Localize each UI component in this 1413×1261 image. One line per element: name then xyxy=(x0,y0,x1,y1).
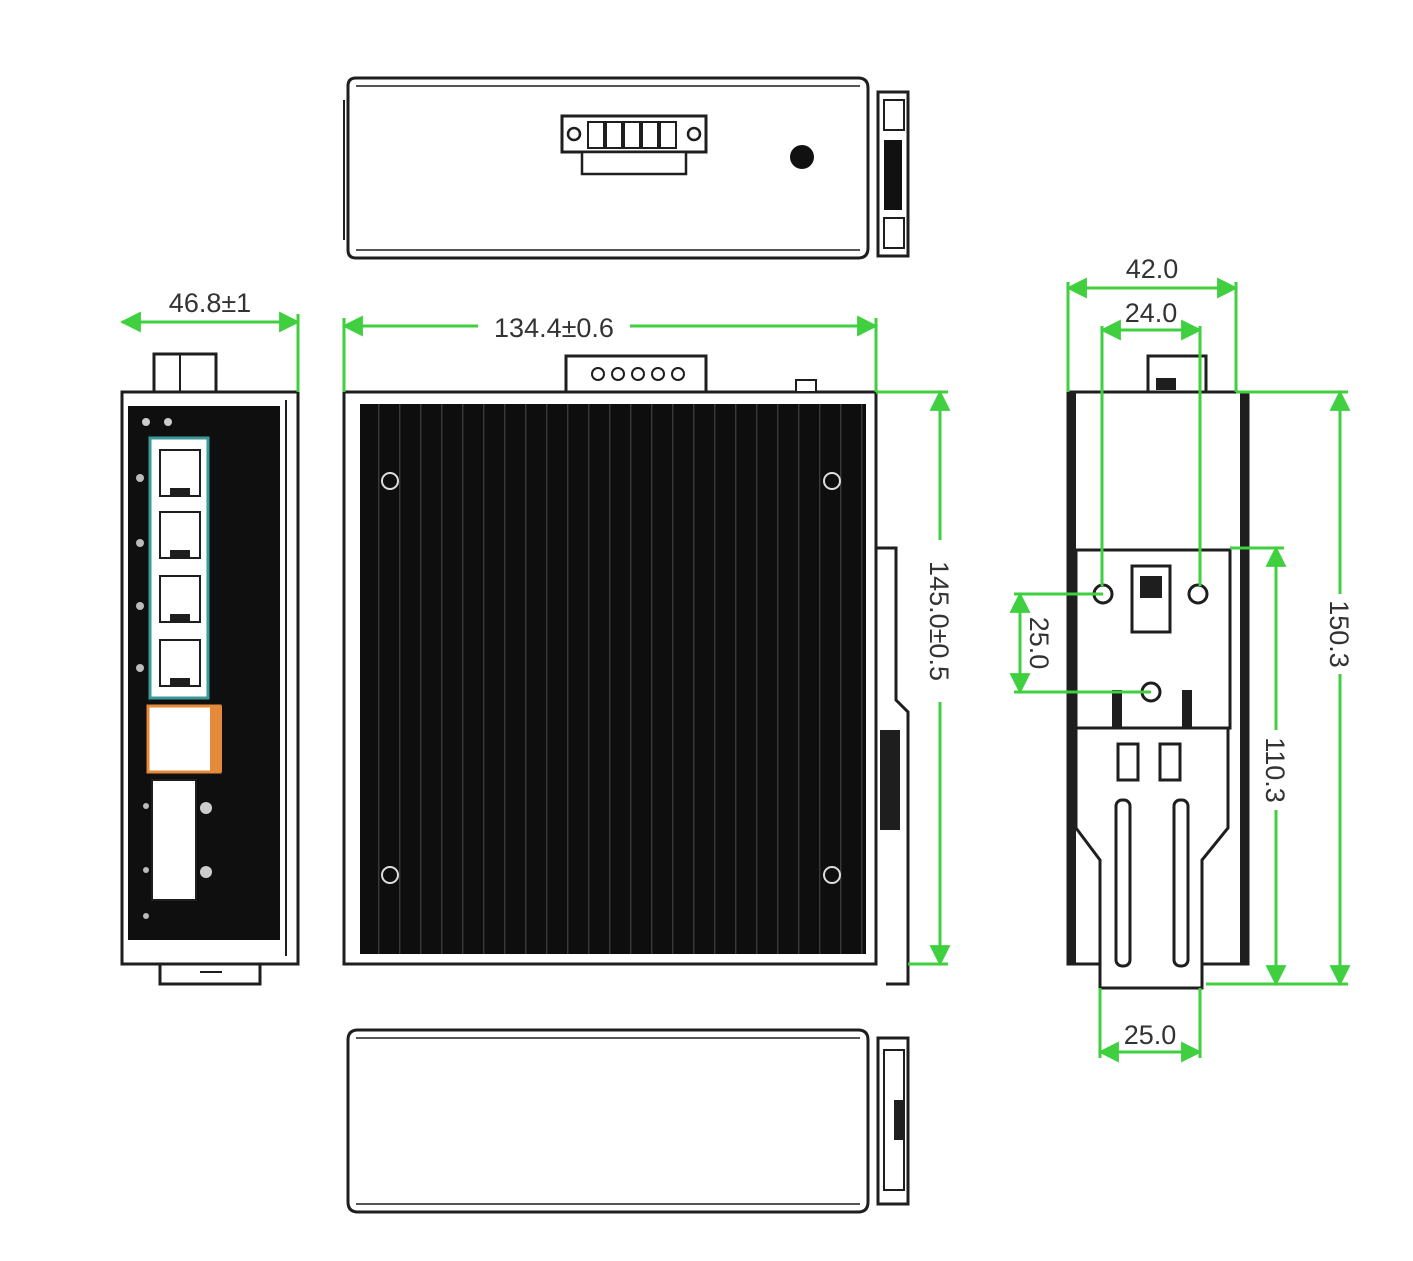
terminal-block-icon xyxy=(564,354,708,394)
din-clip-icon xyxy=(876,546,910,986)
clip-height-label: 110.3 xyxy=(1260,737,1290,803)
rear-width-label: 42.0 xyxy=(1126,254,1179,284)
bottom-view xyxy=(346,1028,910,1214)
sfp-slot-icon xyxy=(146,704,222,901)
top-view xyxy=(343,76,910,260)
screw-icon xyxy=(381,472,841,884)
front-view xyxy=(342,354,910,986)
total-height-label: 150.3 xyxy=(1324,600,1354,668)
rj45-port-icon xyxy=(148,436,210,700)
din-rail-view xyxy=(1066,354,1250,990)
clip-width-label: 25.0 xyxy=(1124,1020,1177,1050)
hole-spacing-label: 25.0 xyxy=(1024,617,1054,670)
rail-spacing-label: 24.0 xyxy=(1125,298,1178,328)
port-panel-view xyxy=(120,352,300,986)
dimension-lines xyxy=(119,277,1351,1063)
front-height-label: 145.0±0.5 xyxy=(924,561,954,681)
terminal-block-icon xyxy=(560,114,708,176)
screw-icon xyxy=(1187,583,1209,605)
ground-screw-icon xyxy=(790,145,814,169)
side-width-label: 46.8±1 xyxy=(169,288,251,318)
led-icon xyxy=(136,418,172,919)
front-width-label: 134.4±0.6 xyxy=(494,313,614,343)
din-clip-icon xyxy=(876,90,910,258)
